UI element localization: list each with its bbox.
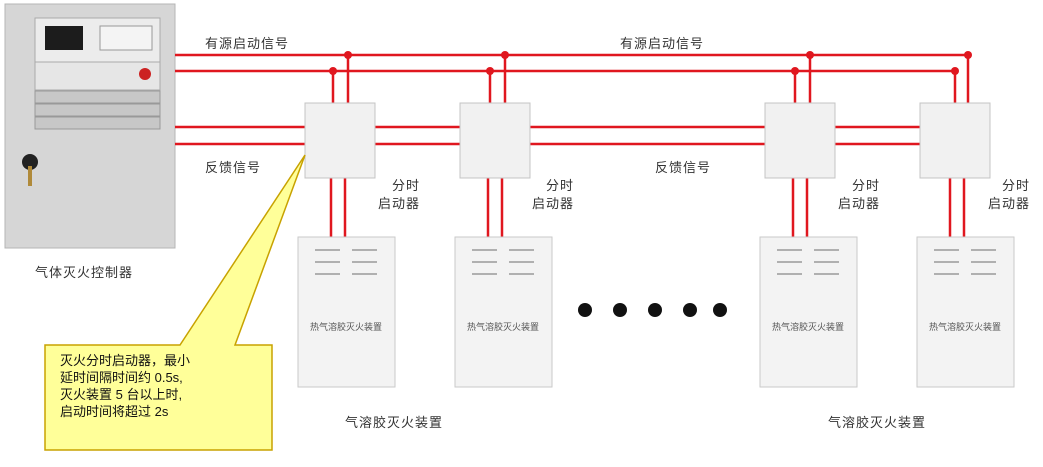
starter-label-4: 分时启动器 bbox=[988, 178, 1030, 214]
starter-label-4-line1: 分时 bbox=[1002, 179, 1031, 194]
device-label-2: 热气溶胶灭火装置 bbox=[467, 321, 539, 333]
ellipsis-dots-icon bbox=[578, 303, 727, 317]
aerosol-devices: 热气溶胶灭火装置 热气溶胶灭火装置 热气溶胶灭火装置 热气溶胶灭火装置 bbox=[297, 236, 1015, 388]
starter-label-4-line2: 启动器 bbox=[988, 197, 1031, 212]
wire-junctions bbox=[329, 51, 972, 75]
signal-label-left: 有源启动信号 bbox=[205, 37, 290, 52]
starter-label-3-line1: 分时 bbox=[852, 179, 881, 194]
key-lock-icon bbox=[22, 154, 38, 170]
gas-extinguishing-controller bbox=[4, 3, 176, 249]
controller-label: 气体灭火控制器 bbox=[35, 266, 134, 281]
device-label-3: 热气溶胶灭火装置 bbox=[772, 321, 844, 333]
group-label-right: 气溶胶灭火装置 bbox=[828, 416, 927, 431]
callout-line-1: 灭火分时启动器，最小 bbox=[60, 353, 191, 368]
feedback-label-left: 反馈信号 bbox=[205, 161, 262, 176]
starter-label-2-line1: 分时 bbox=[546, 179, 575, 194]
callout-bubble bbox=[44, 154, 306, 451]
starter-label-1-line2: 启动器 bbox=[378, 197, 421, 212]
callout-line-2: 延时间隔时间约 0.5s, bbox=[60, 370, 183, 385]
device-label-4: 热气溶胶灭火装置 bbox=[929, 321, 1001, 333]
callout-line-3: 灭火装置 5 台以上时, bbox=[60, 387, 183, 402]
starter-label-1-line1: 分时 bbox=[392, 179, 421, 194]
starter-label-1: 分时启动器 bbox=[378, 178, 420, 214]
callout-text: 灭火分时启动器，最小 延时间隔时间约 0.5s, 灭火装置 5 台以上时, 启动… bbox=[60, 352, 265, 420]
starter-label-3-line2: 启动器 bbox=[838, 197, 881, 212]
feedback-label-right: 反馈信号 bbox=[655, 161, 712, 176]
starter-label-3: 分时启动器 bbox=[838, 178, 880, 214]
device-label-1: 热气溶胶灭火装置 bbox=[310, 321, 382, 333]
group-label-left: 气溶胶灭火装置 bbox=[345, 416, 444, 431]
starter-label-2: 分时启动器 bbox=[532, 178, 574, 214]
wiring bbox=[175, 53, 970, 238]
callout-line-4: 启动时间将超过 2s bbox=[60, 404, 169, 419]
time-sharing-starters bbox=[304, 102, 991, 179]
signal-label-right: 有源启动信号 bbox=[620, 37, 705, 52]
starter-label-2-line2: 启动器 bbox=[532, 197, 575, 212]
